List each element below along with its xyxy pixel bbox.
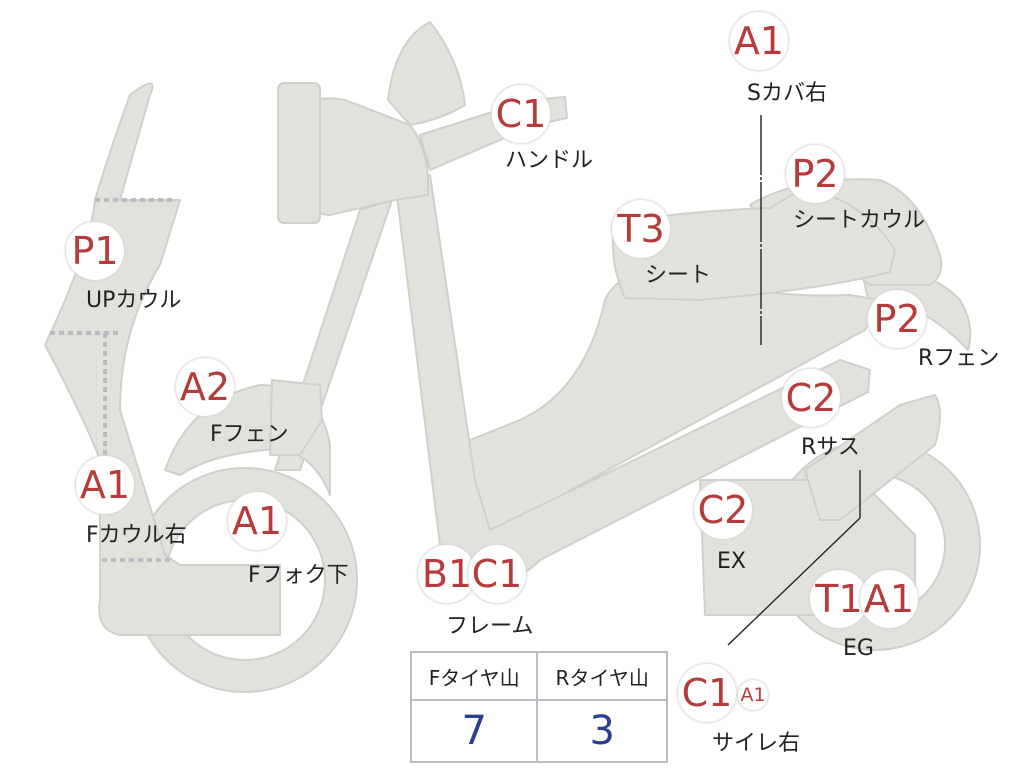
grade-badge-seat: T3: [612, 200, 670, 258]
grade-badge-rear-fender: P2: [868, 290, 926, 348]
grade-badge-engine-1: T1: [810, 570, 868, 628]
part-label-handle: ハンドル: [505, 148, 594, 173]
grade-badge-s-cover-right: A1: [730, 12, 788, 70]
rear-suspension-shape: [804, 394, 941, 521]
rear-tread-header: Rタイヤ山: [537, 652, 667, 701]
part-label-rear-fender: Rフェン: [918, 346, 1000, 371]
front-tread-header: Fタイヤ山: [411, 652, 539, 701]
part-label-seat-cowl: シートカウル: [793, 208, 926, 233]
front-tread-value: 7: [411, 700, 539, 762]
grade-badge-frame-1: B1: [418, 545, 476, 603]
grade-badge-rear-suspension: C2: [782, 369, 840, 427]
grade-badge-handle: C1: [492, 85, 550, 143]
part-label-seat: シート: [645, 263, 712, 288]
grade-badge-silencer-right-1: C1: [678, 664, 736, 722]
part-label-silencer-right: サイレ右: [712, 731, 801, 756]
grade-badge-engine-2: A1: [860, 570, 918, 628]
grade-badge-up-cowl: P1: [66, 222, 124, 280]
grade-badge-front-cowl-right: A1: [76, 456, 134, 514]
part-label-engine: EG: [843, 636, 874, 661]
rear-tread-value: 3: [589, 708, 615, 754]
seat-shape: [612, 189, 896, 301]
grade-badge-front-fender: A2: [176, 358, 234, 416]
fork-guard-shape: [269, 379, 323, 456]
tire-tread-table: Fタイヤ山 Rタイヤ山 7 3: [410, 651, 668, 763]
part-label-front-fork-lower: Fフォク下: [248, 563, 349, 588]
grade-badge-silencer-right-2: A1: [738, 680, 768, 710]
part-label-exhaust: EX: [717, 549, 746, 574]
grade-badge-exhaust: C2: [694, 481, 752, 539]
grade-badge-frame-2: C1: [468, 545, 526, 603]
part-label-frame: フレーム: [446, 614, 534, 639]
grade-badge-front-fork-lower: A1: [228, 492, 286, 550]
part-label-rear-suspension: Rサス: [801, 435, 860, 460]
part-label-front-fender: Fフェン: [210, 422, 289, 447]
windscreen-shape: [387, 21, 466, 126]
grade-badge-seat-cowl: P2: [786, 145, 844, 203]
part-label-s-cover-right: Sカバ右: [747, 81, 827, 106]
part-label-front-cowl-right: Fカウル右: [86, 523, 187, 548]
part-label-up-cowl: UPカウル: [86, 288, 182, 313]
